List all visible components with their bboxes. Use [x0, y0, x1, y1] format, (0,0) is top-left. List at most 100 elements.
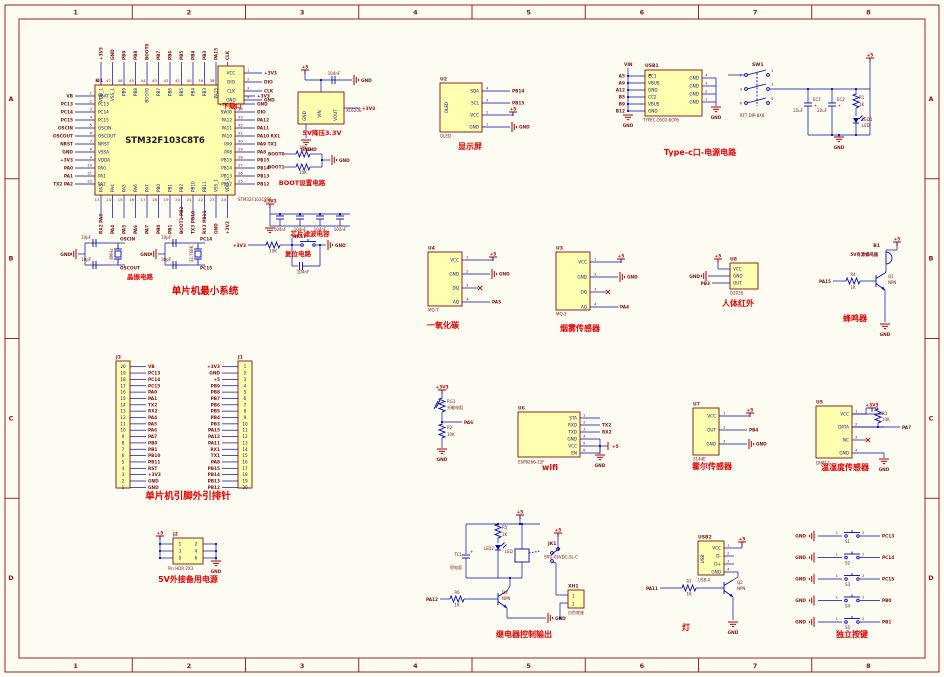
svg-text:VSS_1: VSS_1: [214, 179, 219, 192]
svg-text:GND: GND: [469, 125, 479, 130]
svg-text:9: 9: [244, 415, 247, 420]
svg-text:TX1: TX1: [211, 453, 220, 459]
svg-text:4: 4: [855, 447, 858, 452]
svg-text:22uF: 22uF: [817, 108, 828, 113]
svg-text:RG1: RG1: [447, 399, 456, 404]
svg-text:RX1: RX1: [210, 447, 220, 453]
svg-text:+: +: [814, 103, 817, 108]
svg-text:10pF: 10pF: [81, 235, 92, 240]
svg-text:3: 3: [723, 438, 726, 443]
svg-text:VDDA: VDDA: [98, 158, 110, 163]
svg-text:SCL: SCL: [471, 101, 480, 106]
svg-text:1: 1: [727, 542, 730, 547]
svg-text:PA12: PA12: [426, 597, 438, 603]
svg-text:PA6: PA6: [133, 184, 138, 192]
svg-text:3: 3: [179, 549, 182, 554]
svg-text:27: 27: [238, 162, 243, 167]
svg-text:18: 18: [120, 377, 126, 382]
svg-text:GND: GND: [148, 485, 159, 491]
svg-text:NRST: NRST: [60, 142, 73, 148]
svg-text:10K: 10K: [447, 432, 455, 437]
svg-text:6: 6: [90, 130, 93, 135]
svg-text:10: 10: [87, 162, 92, 167]
svg-text:PA7: PA7: [145, 225, 151, 234]
svg-text:13: 13: [242, 440, 248, 445]
svg-text:GND: GND: [257, 102, 268, 108]
svg-text:4: 4: [705, 72, 708, 77]
svg-text:40: 40: [187, 78, 192, 83]
svg-text:C: C: [9, 414, 14, 422]
svg-text:+5: +5: [213, 377, 220, 383]
svg-text:U3: U3: [556, 246, 563, 252]
svg-text:14: 14: [242, 447, 248, 452]
svg-text:TX2 PA2: TX2 PA2: [53, 182, 73, 188]
svg-text:GND: GND: [706, 442, 716, 447]
svg-text:VSSA: VSSA: [98, 150, 109, 155]
svg-text:XH1: XH1: [568, 584, 579, 590]
svg-text:CC2: CC2: [648, 95, 657, 100]
svg-text:+5: +5: [612, 444, 619, 450]
svg-text:24: 24: [221, 197, 226, 202]
svg-text:PB0: PB0: [156, 225, 162, 234]
svg-text:PC14: PC14: [148, 377, 160, 383]
svg-text:7: 7: [753, 9, 758, 17]
svg-text:GND: GND: [449, 272, 459, 277]
svg-text:Q2: Q2: [737, 580, 743, 585]
svg-text:7: 7: [122, 447, 125, 452]
svg-text:PA12: PA12: [257, 118, 269, 124]
svg-text:46: 46: [118, 78, 123, 83]
svg-text:RXD: RXD: [568, 423, 577, 428]
svg-text:GND: GND: [361, 78, 372, 84]
svg-text:PA6: PA6: [464, 420, 473, 426]
svg-text:43: 43: [152, 78, 157, 83]
svg-text:8: 8: [866, 9, 871, 17]
svg-text:PB6: PB6: [168, 88, 173, 96]
svg-text:1: 1: [73, 9, 78, 17]
svg-text:PA1: PA1: [64, 174, 73, 180]
svg-text:VCC: VCC: [840, 412, 849, 417]
svg-text:8: 8: [244, 409, 247, 414]
svg-text:18: 18: [152, 197, 157, 202]
svg-text:1: 1: [486, 121, 489, 126]
svg-text:8: 8: [90, 146, 93, 151]
svg-text:GND: GND: [60, 252, 71, 258]
svg-text:2: 2: [122, 479, 125, 484]
svg-text:1: 1: [836, 595, 839, 600]
svg-text:44: 44: [141, 78, 146, 83]
svg-text:PB1: PB1: [168, 184, 173, 192]
svg-text:1: 1: [723, 410, 726, 415]
svg-text:17: 17: [141, 197, 146, 202]
svg-text:OUT: OUT: [707, 428, 716, 433]
svg-text:38: 38: [210, 78, 215, 83]
svg-text:OLED: OLED: [440, 134, 451, 139]
svg-text:PA4: PA4: [148, 415, 157, 421]
svg-text:7: 7: [753, 662, 758, 670]
svg-text:PB4: PB4: [191, 51, 197, 60]
svg-text:2: 2: [594, 271, 597, 276]
svg-text:1: 1: [244, 364, 247, 369]
svg-text:NC: NC: [843, 438, 849, 443]
svg-text:PA5: PA5: [122, 184, 127, 192]
svg-text:1: 1: [836, 616, 839, 621]
svg-text:R2: R2: [447, 425, 453, 430]
module-title-lamp: 灯: [682, 623, 690, 632]
svg-text:VIN: VIN: [624, 62, 633, 68]
svg-text:PC15: PC15: [200, 266, 212, 272]
svg-text:PA15: PA15: [819, 279, 831, 285]
module-relay: +5+TC1钽电容R51KLED2LED+5JK1SRD-05VDC-SL-CP…: [426, 510, 585, 623]
svg-text:PB8: PB8: [133, 51, 139, 60]
svg-text:D: D: [8, 574, 14, 582]
svg-text:SW1: SW1: [752, 62, 764, 68]
svg-text:GND: GND: [795, 598, 806, 604]
svg-text:PA8: PA8: [224, 150, 232, 155]
svg-text:D+: D+: [714, 562, 721, 567]
svg-text:钽电容: 钽电容: [450, 564, 462, 570]
svg-text:12: 12: [120, 415, 126, 420]
module-title-keys: 独立按键: [836, 630, 868, 639]
svg-text:+3V3: +3V3: [99, 47, 105, 60]
svg-text:VBUS: VBUS: [648, 81, 660, 86]
